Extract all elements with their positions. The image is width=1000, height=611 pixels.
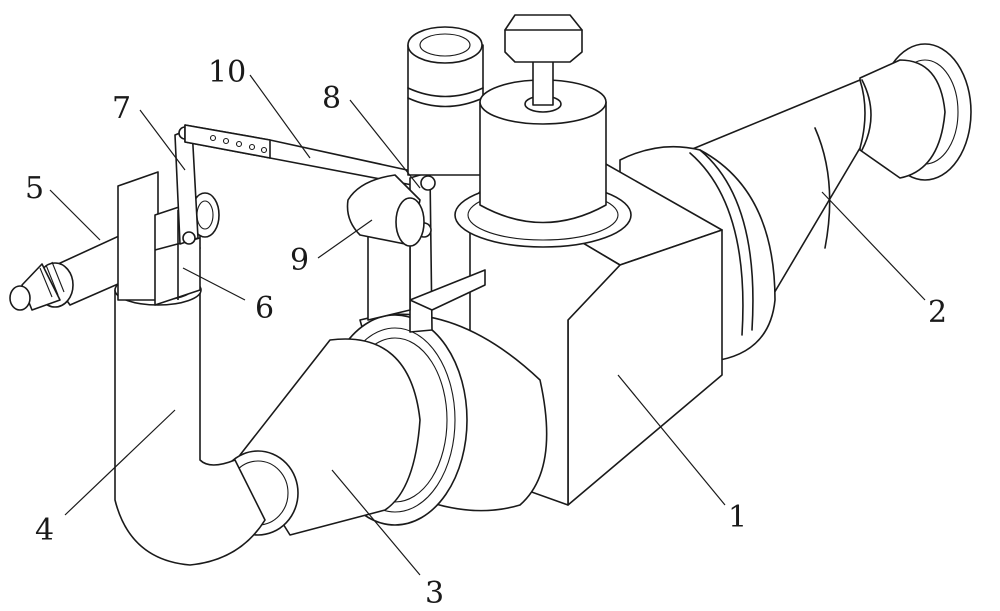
outlet-cone-part-2 bbox=[689, 43, 972, 301]
label-6: 6 bbox=[255, 291, 274, 326]
top-pipe bbox=[407, 26, 484, 176]
label-7: 7 bbox=[112, 91, 131, 126]
elbow-pipe-part-4 bbox=[114, 274, 266, 566]
roller-part-9 bbox=[346, 174, 425, 247]
reference-numerals: 1 2 3 4 5 6 7 8 9 10 bbox=[25, 55, 947, 611]
actuator bbox=[454, 14, 632, 248]
label-8: 8 bbox=[322, 81, 341, 116]
label-3: 3 bbox=[425, 576, 444, 611]
label-9: 9 bbox=[290, 243, 309, 278]
label-4: 4 bbox=[35, 513, 54, 548]
label-2: 2 bbox=[928, 295, 947, 330]
leader-lines bbox=[49, 74, 926, 576]
label-1: 1 bbox=[728, 500, 747, 535]
label-10: 10 bbox=[208, 55, 246, 90]
label-5: 5 bbox=[25, 171, 44, 206]
